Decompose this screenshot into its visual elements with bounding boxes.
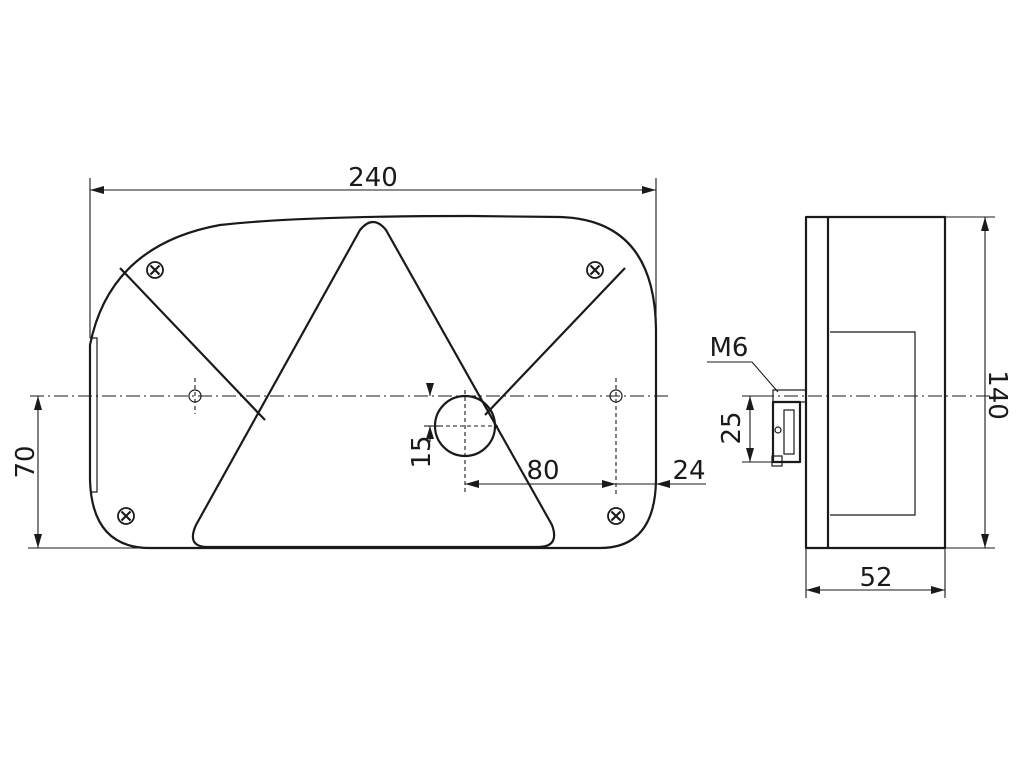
dimension-stud-spacing: 25 — [717, 395, 772, 463]
dimension-depth: 52 — [805, 548, 946, 598]
dimension-overall-width: 240 — [89, 163, 657, 338]
screw-bottom-right — [606, 506, 626, 526]
stud-bracket — [771, 400, 802, 464]
front-view — [30, 214, 672, 550]
side-view — [760, 215, 1000, 550]
thread-callout: M6 — [707, 333, 779, 393]
divider-left — [119, 267, 266, 421]
height-to-center-label: 70 — [11, 445, 41, 478]
dimension-hole-offset: 15 — [407, 383, 440, 469]
side-housing-body — [804, 215, 947, 550]
lamp-housing-outline — [88, 214, 658, 550]
overall-width-label: 240 — [348, 163, 398, 193]
divider-right — [484, 267, 626, 416]
side-reflector-strip — [90, 337, 98, 493]
overall-height-label: 140 — [982, 370, 1012, 420]
dimension-overall-height: 140 — [945, 216, 1012, 549]
hole-to-mount-label: 80 — [526, 456, 559, 486]
dimension-mount-edge: 24 — [616, 456, 706, 488]
dimension-height-to-center: 70 — [11, 396, 150, 549]
mount-edge-label: 24 — [672, 456, 705, 486]
screw-top-right — [585, 260, 605, 280]
screw-bottom-left — [116, 506, 136, 526]
thread-label: M6 — [710, 333, 749, 363]
side-inner-lens — [830, 331, 916, 516]
screw-top-left — [145, 260, 165, 280]
dimension-hole-to-mount: 80 — [465, 456, 616, 488]
hole-offset-label: 15 — [407, 435, 437, 468]
warning-triangle-reflector — [191, 220, 556, 549]
stud-spacing-label: 25 — [717, 411, 747, 444]
depth-label: 52 — [859, 563, 892, 593]
